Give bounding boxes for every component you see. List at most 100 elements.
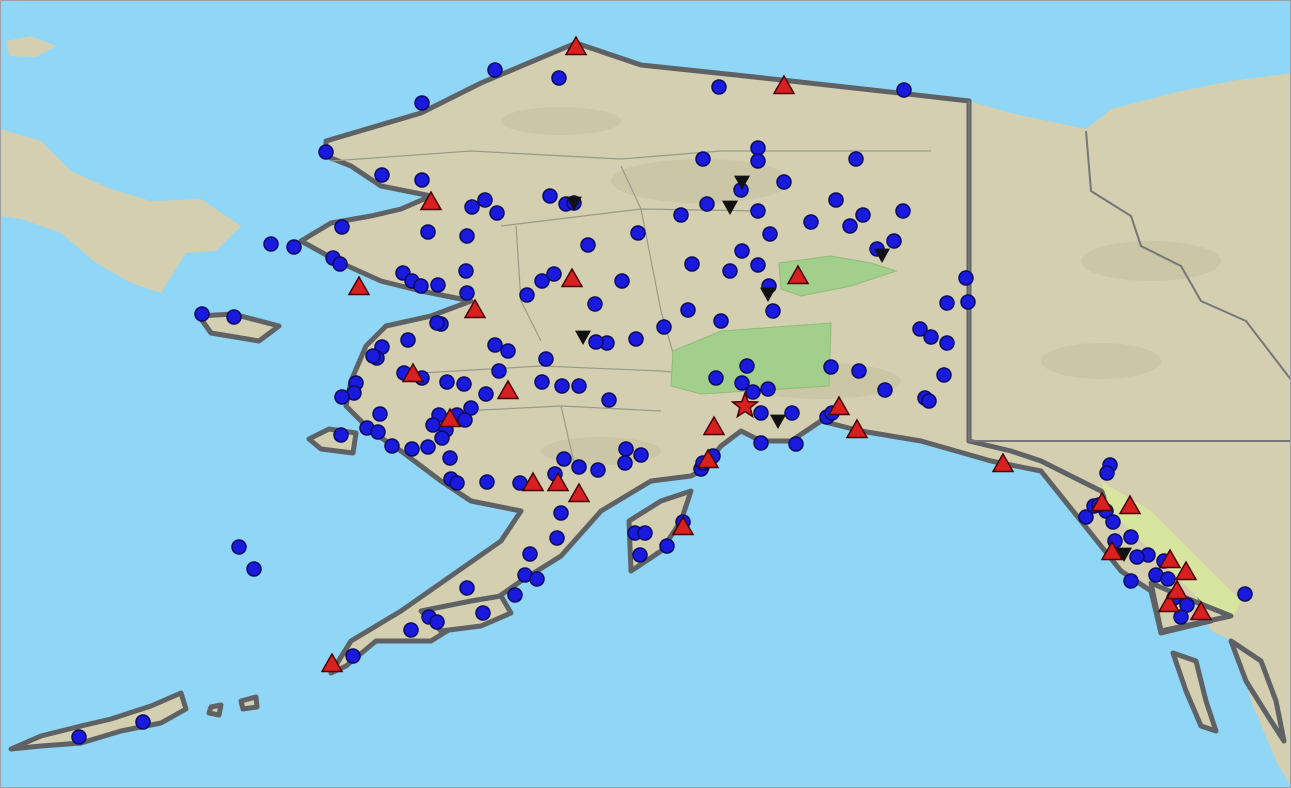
station-marker-red-triangle (1174, 560, 1198, 581)
station-marker-blue (722, 263, 738, 279)
station-marker-blue (459, 228, 475, 244)
station-marker-red-triangle (546, 471, 570, 492)
station-marker-blue (750, 203, 766, 219)
station-marker-blue (318, 144, 334, 160)
park-area-yukon (778, 255, 898, 297)
station-marker-red-triangle (1189, 600, 1213, 621)
station-marker-blue (571, 459, 587, 475)
station-marker-blue (546, 266, 562, 282)
station-marker-blue (500, 343, 516, 359)
station-marker-blue (788, 436, 804, 452)
station-marker-blue (1237, 586, 1253, 602)
station-marker-blue (449, 475, 465, 491)
station-marker-blue (936, 367, 952, 383)
station-marker-blue (734, 375, 750, 391)
station-marker-blue (534, 273, 550, 289)
station-marker-blue (590, 462, 606, 478)
station-marker-blue (895, 203, 911, 219)
station-marker-blue (753, 405, 769, 421)
station-marker-blue (345, 648, 361, 664)
station-marker-blue (632, 547, 648, 563)
station-marker-blue (231, 539, 247, 555)
station-marker-red-triangle (991, 452, 1015, 473)
station-marker-blue (1129, 549, 1145, 565)
station-marker-blue (475, 605, 491, 621)
station-marker-blue (522, 546, 538, 562)
station-marker-blue (434, 430, 450, 446)
station-marker-red-triangle (320, 652, 344, 673)
station-marker-blue (457, 412, 473, 428)
station-marker-blue (549, 530, 565, 546)
station-marker-red-triangle (1118, 494, 1142, 515)
station-marker-red-triangle (419, 190, 443, 211)
station-marker-blue (637, 525, 653, 541)
station-marker-black-triangle (874, 248, 890, 263)
station-marker-red-triangle (401, 362, 425, 383)
small-island-nw (6, 36, 56, 57)
station-marker-blue (614, 273, 630, 289)
station-marker-blue (588, 334, 604, 350)
station-marker-red-triangle (560, 267, 584, 288)
station-marker-blue (430, 277, 446, 293)
station-marker-blue (553, 505, 569, 521)
station-marker-blue (708, 370, 724, 386)
station-marker-blue (1173, 609, 1189, 625)
station-marker-blue (554, 378, 570, 394)
station-marker-blue (921, 393, 937, 409)
station-marker-blue (487, 62, 503, 78)
station-marker-blue (556, 451, 572, 467)
station-marker-blue (542, 188, 558, 204)
station-marker-blue (489, 205, 505, 221)
station-marker-blue (828, 192, 844, 208)
station-marker-red-triangle (521, 471, 545, 492)
station-marker-black-triangle (575, 330, 591, 345)
station-marker-blue (760, 381, 776, 397)
station-marker-blue (458, 263, 474, 279)
station-marker-blue (684, 256, 700, 272)
station-marker-blue (413, 278, 429, 294)
station-marker-red-triangle (564, 35, 588, 56)
station-marker-black-triangle (770, 414, 786, 429)
station-marker-red-triangle (1157, 592, 1181, 613)
station-marker-blue (365, 348, 381, 364)
station-marker-blue (442, 450, 458, 466)
station-marker-blue (464, 199, 480, 215)
station-marker-blue (695, 151, 711, 167)
station-marker-black-triangle (760, 287, 776, 302)
station-marker-blue (370, 424, 386, 440)
station-marker-blue (750, 140, 766, 156)
station-marker-black-triangle (722, 200, 738, 215)
station-marker-blue (673, 207, 689, 223)
station-marker-blue (848, 151, 864, 167)
station-marker-blue (877, 382, 893, 398)
station-marker-blue (628, 331, 644, 347)
station-marker-blue (246, 561, 262, 577)
station-marker-blue (618, 441, 634, 457)
station-marker-blue (765, 303, 781, 319)
station-marker-red-triangle (567, 482, 591, 503)
station-marker-blue (400, 332, 416, 348)
station-marker-blue (960, 294, 976, 310)
station-marker-red-triangle (347, 275, 371, 296)
station-marker-blue (384, 438, 400, 454)
station-marker-blue (630, 225, 646, 241)
station-marker-blue (1105, 514, 1121, 530)
station-marker-blue (1123, 529, 1139, 545)
station-marker-blue (601, 392, 617, 408)
station-marker-blue (776, 174, 792, 190)
station-marker-black-triangle (1116, 547, 1132, 562)
station-marker-red-triangle (696, 448, 720, 469)
station-marker-blue (463, 400, 479, 416)
station-marker-red-triangle (671, 515, 695, 536)
station-marker-blue (886, 233, 902, 249)
station-marker-red-star (730, 390, 760, 419)
station-marker-blue (753, 435, 769, 451)
station-marker-blue (855, 207, 871, 223)
station-marker-blue (519, 287, 535, 303)
station-marker-blue (333, 427, 349, 443)
station-marker-blue (71, 729, 87, 745)
station-marker-blue (334, 389, 350, 405)
station-marker-blue (713, 313, 729, 329)
